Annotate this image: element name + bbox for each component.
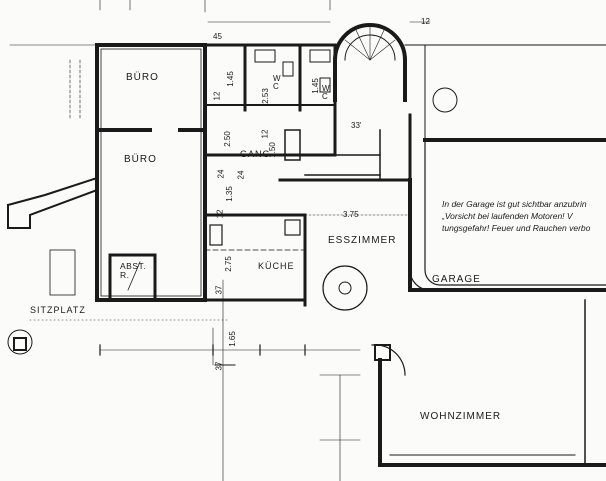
dimension-label: 12 [212,91,222,101]
room-label-abst: ABST. R. [120,261,147,280]
dimension-label: 24 [236,170,246,180]
dimension-label: 45 [213,32,222,41]
garage-note-line-2: „Vorsicht bei laufenden Motoren! V [442,211,573,221]
room-label-wc2: W C [322,84,331,101]
dimension-label: 1.45 [225,71,235,87]
dimension-label: 24 [216,169,226,179]
room-label-wc1: W C [273,74,282,91]
dimension-label: 2.75 [223,256,233,272]
garage-note-line-1: In der Garage ist gut sichtbar anzubrin [442,199,587,209]
dimension-label: 37 [214,285,224,295]
garage-note-line-3: tungsgefahr! Feuer und Rauchen verbo [442,223,591,233]
dimension-label: 12 [215,209,225,219]
dimension-label: 2.50 [222,131,232,147]
dimension-label: 1.50 [267,142,277,158]
dimension-label: 1.35 [224,186,234,202]
dimension-label: 12 [260,129,270,139]
dimension-label: 1.65 [227,331,237,347]
dimension-label: 2.53 [260,88,270,104]
room-label-garage: GARAGE [432,274,481,285]
room-label-buero-lower: BÜRO [124,154,157,165]
dimension-label: 12 [421,17,430,26]
room-label-wohnzimmer: WOHNZIMMER [420,411,502,422]
dimension-label: 37 [214,361,224,371]
dimension-label: 1.45 [310,78,320,94]
room-label-gang: GANG [240,149,271,159]
dimension-label: 3.75 [343,210,359,219]
room-label-esszimmer: ESSZIMMER [328,235,397,246]
room-label-sitzplatz: SITZPLATZ [30,305,86,315]
room-label-buero-upper: BÜRO [126,72,159,83]
room-label-kueche: KÜCHE [258,261,295,271]
dimension-label: 33' [351,121,362,130]
